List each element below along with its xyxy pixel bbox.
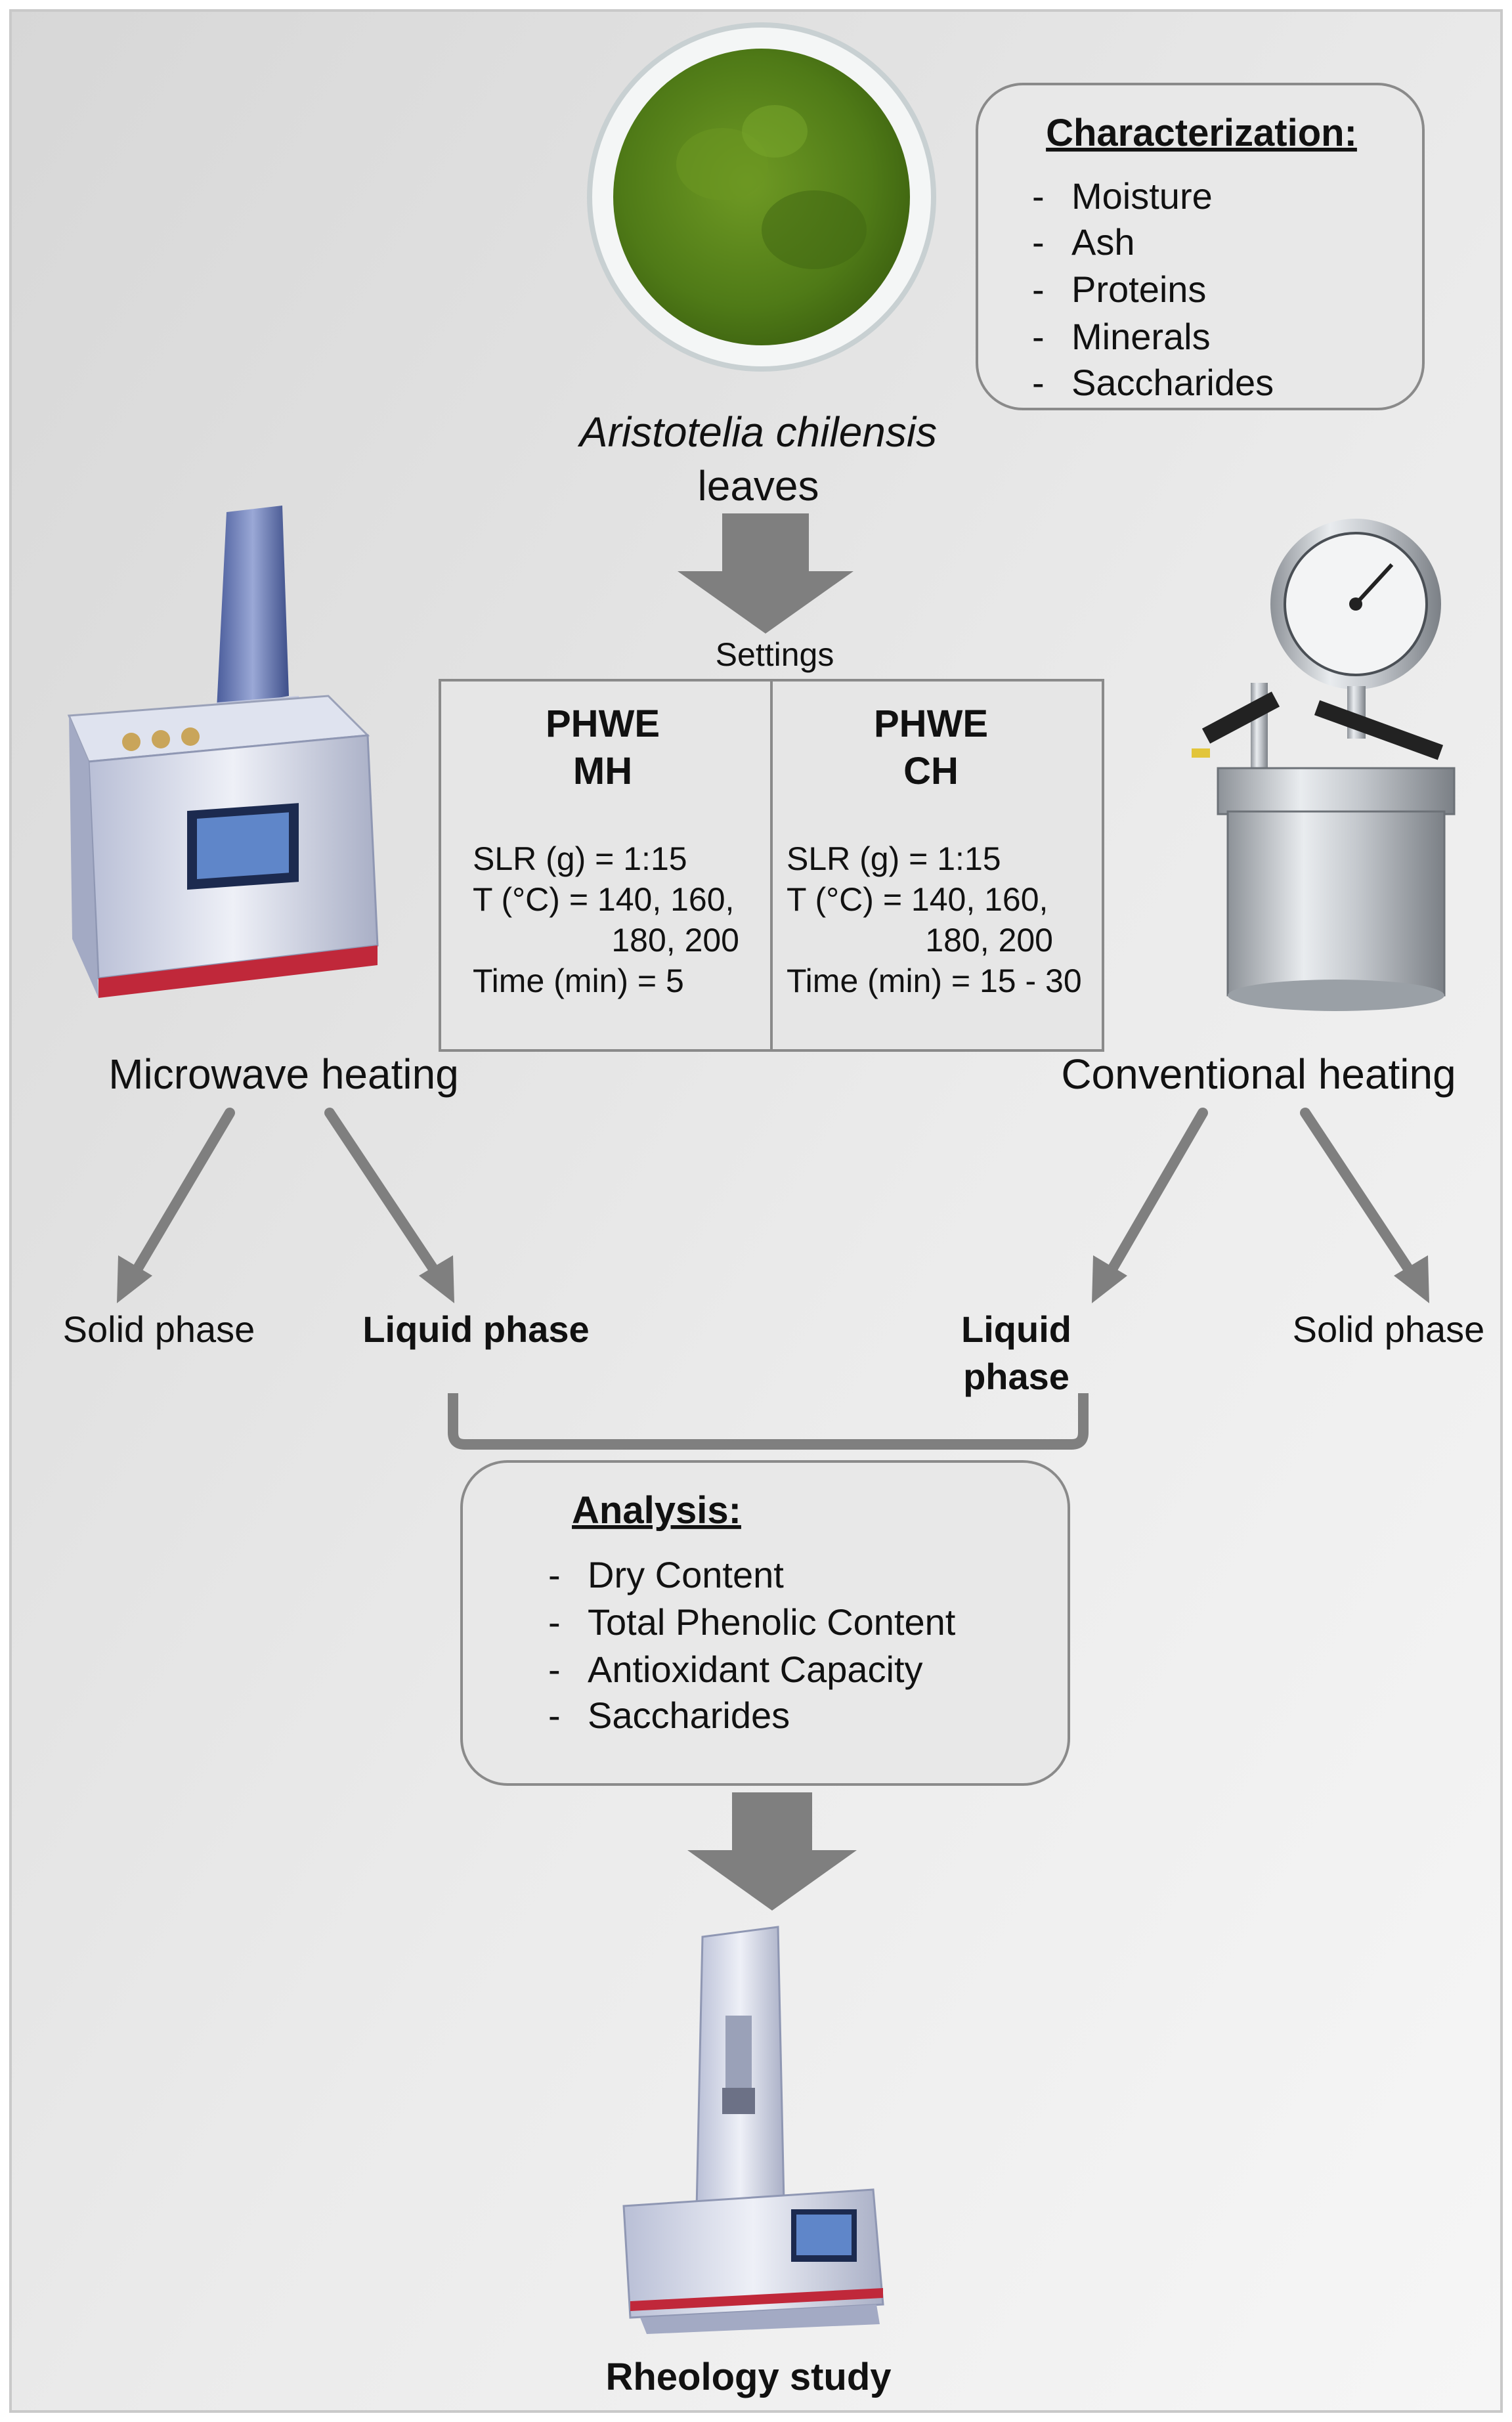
characterization-dash: - [1032,269,1045,310]
arrows-to-phases [117,1108,1429,1303]
left-solid-phase-label: Solid phase [63,1308,255,1350]
analysis-item: Antioxidant Capacity [588,1649,923,1690]
right-solid-phase-label: Solid phase [1293,1308,1485,1350]
characterization-dash: - [1032,221,1045,263]
analysis-title: Analysis: [572,1489,741,1532]
conventional-reactor-image [1192,519,1456,1011]
rheometer-instrument-image [622,1926,884,2334]
settings-caption: Settings [716,636,834,673]
mh-time: Time (min) = 5 [473,962,684,999]
ch-slr: SLR (g) = 1:15 [787,840,1001,877]
mh-title-line1: PHWE [546,703,660,745]
characterization-title: Characterization: [1046,112,1357,154]
characterization-dash: - [1032,316,1045,357]
right-liquid-phase-label-line2: phase [963,1356,1069,1397]
characterization-item: Moisture [1071,175,1213,217]
ch-title-line1: PHWE [874,703,988,745]
characterization-item: Saccharides [1071,362,1274,403]
ch-title-line2: CH [903,750,959,792]
arrowhead [1394,1255,1429,1303]
mh-temp-line2: 180, 200 [611,922,739,959]
arrow-down-rheology [687,1792,857,1911]
analysis-item: Total Phenolic Content [588,1601,956,1643]
leaves-bowl-image [587,22,936,372]
left-liquid-phase-label: Liquid phase [362,1308,589,1350]
right-liquid-phase-label-line1: Liquid [961,1308,1071,1350]
characterization-dash: - [1032,362,1045,403]
analysis-dash: - [548,1601,561,1643]
rheology-study-label: Rheology study [605,2356,891,2398]
mh-title-line2: MH [573,750,632,792]
arrow-microwave-liquid [324,1108,442,1279]
ch-temp-line2: 180, 200 [925,922,1053,959]
arrowhead [419,1255,454,1303]
arrowhead [117,1255,152,1303]
settings-mh-column: PHWE MH SLR (g) = 1:15 T (°C) = 140, 160… [473,703,739,999]
settings-ch-column: PHWE CH SLR (g) = 1:15 T (°C) = 140, 160… [787,703,1082,999]
analysis-item: Dry Content [588,1554,784,1595]
mh-temp-line1: T (°C) = 140, 160, [473,881,734,918]
characterization-item: Minerals [1071,316,1211,357]
characterization-item: Ash [1071,221,1135,263]
analysis-item: Saccharides [588,1695,790,1736]
arrowhead [1092,1255,1127,1303]
mh-slr: SLR (g) = 1:15 [473,840,687,877]
leaves-name-rest: leaves [698,462,819,509]
arrow-conventional-solid [1300,1108,1417,1279]
settings-table [439,679,1104,1052]
ch-time: Time (min) = 15 - 30 [787,962,1082,999]
analysis-dash: - [548,1649,561,1690]
characterization-item: Proteins [1071,269,1206,310]
arrow-microwave-solid [129,1108,235,1279]
analysis-dash: - [548,1695,561,1736]
conventional-heating-label: Conventional heating [1061,1050,1456,1098]
microwave-instrument-image [67,506,379,998]
characterization-dash: - [1032,175,1045,217]
microwave-heating-label: Microwave heating [108,1050,459,1098]
characterization-box: Characterization: - Moisture - Ash - Pro… [976,83,1425,410]
arrow-down-settings [678,513,853,634]
liquid-phase-bracket [448,1393,1089,1450]
ch-temp-line1: T (°C) = 140, 160, [787,881,1048,918]
leaves-name-italic: Aristotelia chilensis [577,408,937,456]
analysis-dash: - [548,1554,561,1595]
arrow-conventional-liquid [1104,1108,1208,1279]
analysis-box: Analysis: - Dry Content - Total Phenolic… [460,1460,1070,1786]
